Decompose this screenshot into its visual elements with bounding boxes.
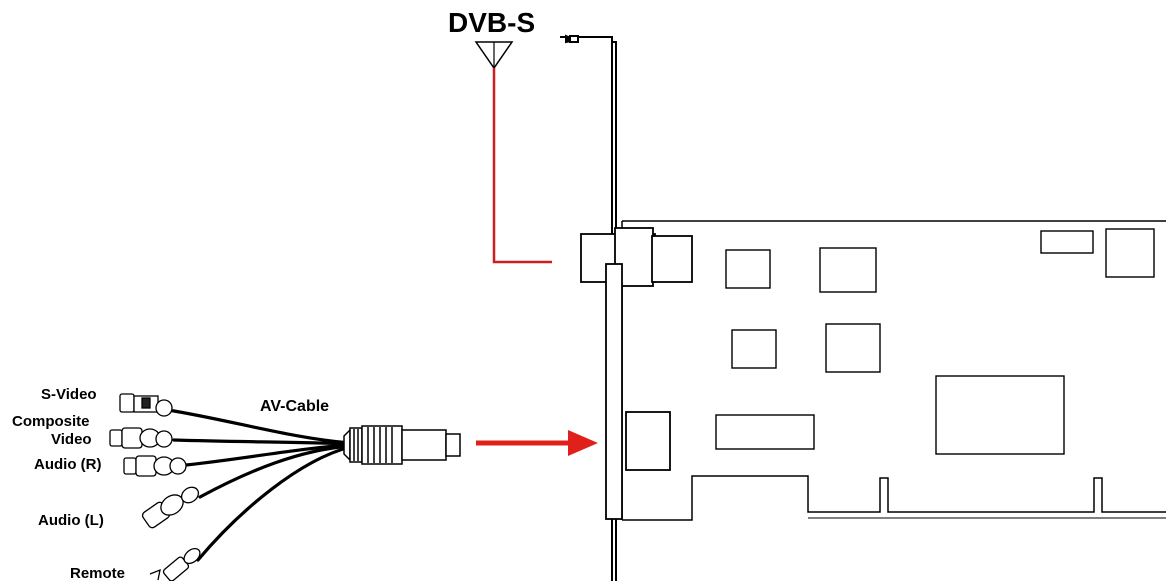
- audio-l-connector-icon: [141, 486, 200, 529]
- antenna-wire: [492, 68, 552, 264]
- svideo-label: S-Video: [41, 386, 97, 403]
- card-chips: [715, 228, 1155, 455]
- audio-l-label: Audio (L): [38, 512, 104, 529]
- av-cable-label: AV-Cable: [260, 398, 330, 415]
- audio-r-connector-icon: [123, 455, 187, 477]
- av-cable-wires: [166, 408, 352, 562]
- composite-label-line2: Video: [51, 431, 92, 448]
- remote-label: Remote: [70, 565, 126, 582]
- antenna-label: DVB-S: [448, 7, 536, 38]
- composite-label-line1: Composite: [12, 413, 90, 430]
- card-connectors: [580, 227, 693, 520]
- audio-r-label: Audio (R): [34, 456, 102, 473]
- pci-card: [621, 220, 1166, 521]
- antenna-icon: [474, 41, 514, 70]
- remote-connector-icon: [149, 547, 201, 582]
- svideo-connector-icon: [119, 393, 173, 417]
- insert-arrow: [476, 430, 598, 456]
- av-cable-plug: [343, 425, 461, 465]
- composite-connector-icon: [109, 427, 173, 449]
